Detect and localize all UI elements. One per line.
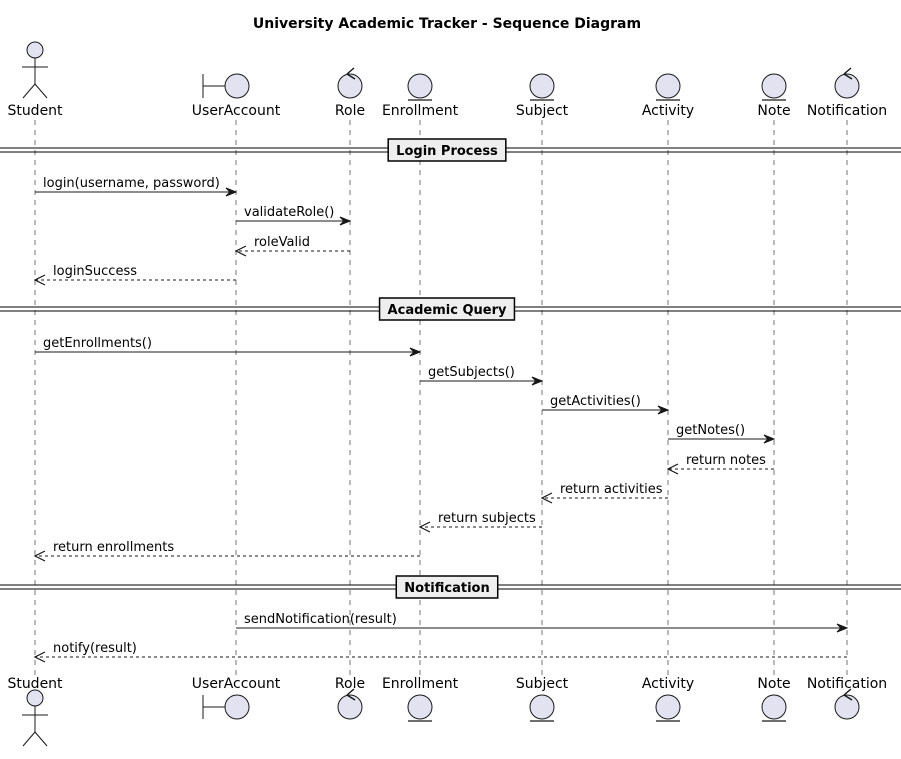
message-label: roleValid: [254, 235, 310, 250]
participant-label-notification: Notification: [807, 103, 887, 119]
participant-label-note: Note: [757, 103, 790, 119]
participant-label-bottom-enrollment: Enrollment: [382, 676, 459, 692]
message-arrow: validateRole(): [236, 205, 352, 226]
control-icon: [834, 688, 860, 720]
message-label: return enrollments: [53, 540, 174, 555]
control-icon: [337, 67, 363, 99]
divider-0: Login Process: [0, 138, 901, 162]
message-arrow: sendNotification(result): [236, 612, 849, 633]
message-label: return notes: [686, 453, 766, 468]
participant-label-bottom-notification: Notification: [807, 676, 887, 692]
participant-label-bottom-activity: Activity: [642, 676, 694, 692]
boundary-icon: [202, 694, 250, 720]
message-arrow: return subjects: [418, 511, 542, 533]
message-arrow: roleValid: [234, 235, 350, 257]
message-arrow: return activities: [540, 482, 668, 504]
message-label: getActivities(): [550, 394, 641, 409]
message-label: login(username, password): [43, 176, 220, 191]
divider-label: Login Process: [396, 144, 498, 159]
participant-label-bottom-role: Role: [335, 676, 365, 692]
participant-label-role: Role: [335, 103, 365, 119]
participant-label-student: Student: [7, 103, 63, 119]
participant-label-bottom-student: Student: [7, 676, 63, 692]
message-label: sendNotification(result): [244, 612, 397, 627]
message-label: notify(result): [53, 641, 137, 656]
participant-label-subject: Subject: [516, 103, 569, 119]
participant-label-enrollment: Enrollment: [382, 103, 459, 119]
actor-icon: [22, 41, 48, 99]
message-arrow: getSubjects(): [420, 365, 544, 386]
message-label: validateRole(): [244, 205, 334, 220]
control-icon: [337, 688, 363, 720]
message-arrow: login(username, password): [35, 176, 238, 197]
control-icon: [834, 67, 860, 99]
diagram-title: University Academic Tracker - Sequence D…: [253, 16, 641, 32]
participant-label-bottom-subject: Subject: [516, 676, 569, 692]
divider-2: Notification: [0, 575, 901, 599]
entity-icon: [529, 73, 555, 101]
message-arrow: return notes: [666, 453, 774, 475]
entity-icon: [407, 73, 433, 101]
message-arrow: getNotes(): [668, 423, 776, 444]
message-arrow: getEnrollments(): [35, 336, 422, 357]
message-arrow: notify(result): [33, 641, 847, 663]
entity-icon: [655, 694, 681, 722]
entity-icon: [761, 73, 787, 101]
entity-icon: [407, 694, 433, 722]
participant-label-activity: Activity: [642, 103, 694, 119]
entity-icon: [655, 73, 681, 101]
divider-1: Academic Query: [0, 297, 901, 321]
participant-label-useraccount: UserAccount: [192, 103, 281, 119]
message-arrow: loginSuccess: [33, 264, 236, 286]
participant-label-bottom-useraccount: UserAccount: [192, 676, 281, 692]
divider-label: Notification: [404, 581, 489, 596]
message-label: getEnrollments(): [43, 336, 152, 351]
message-arrow: getActivities(): [542, 394, 670, 415]
entity-icon: [761, 694, 787, 722]
message-label: return subjects: [438, 511, 536, 526]
message-label: return activities: [560, 482, 663, 497]
message-label: getSubjects(): [428, 365, 515, 380]
divider-label: Academic Query: [388, 303, 507, 318]
boundary-icon: [202, 73, 250, 99]
message-arrow: return enrollments: [33, 540, 420, 562]
message-label: getNotes(): [676, 423, 745, 438]
actor-icon: [22, 689, 48, 747]
message-label: loginSuccess: [53, 264, 137, 279]
entity-icon: [529, 694, 555, 722]
participant-label-bottom-note: Note: [757, 676, 790, 692]
